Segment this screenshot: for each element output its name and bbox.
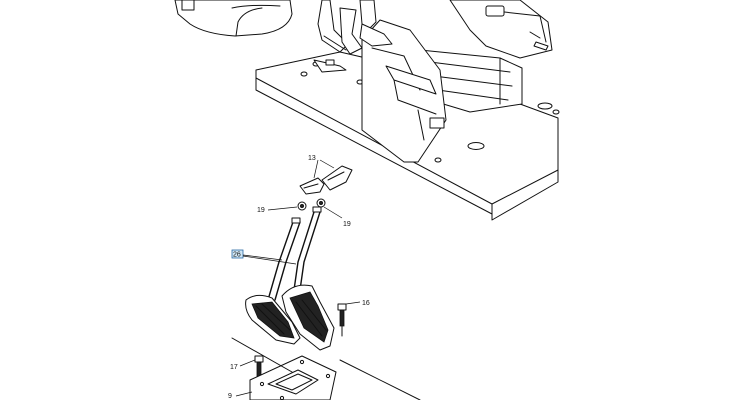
seat-console-assembly <box>313 0 553 163</box>
leader-13 <box>313 159 335 179</box>
leader-9 <box>235 391 253 397</box>
callout-17: 17 <box>230 364 238 371</box>
leader-19b <box>323 206 343 219</box>
lower-floor-outline <box>231 337 421 400</box>
callout-19b: 19 <box>343 221 351 228</box>
mounting-plate-part-9 <box>249 355 337 400</box>
pedal-covers-part-13 <box>299 165 353 195</box>
leader-19a <box>267 206 298 211</box>
bolt-part-17 <box>254 355 264 379</box>
bushing-part-19 <box>297 198 326 211</box>
bolt-part-16 <box>337 303 347 337</box>
leader-17 <box>239 359 256 367</box>
seat-cushion-fragment <box>174 0 293 37</box>
callout-13: 13 <box>308 155 316 162</box>
leader-16 <box>345 301 361 305</box>
callout-19a: 19 <box>257 207 265 214</box>
callout-26: 26 <box>233 252 241 259</box>
callout-9: 9 <box>228 393 232 400</box>
pedal-levers-part-26 <box>267 206 322 301</box>
leader-26 <box>242 254 297 265</box>
callout-16: 16 <box>362 300 370 307</box>
pedal-pads <box>245 284 335 351</box>
callout-26-box <box>231 249 244 259</box>
